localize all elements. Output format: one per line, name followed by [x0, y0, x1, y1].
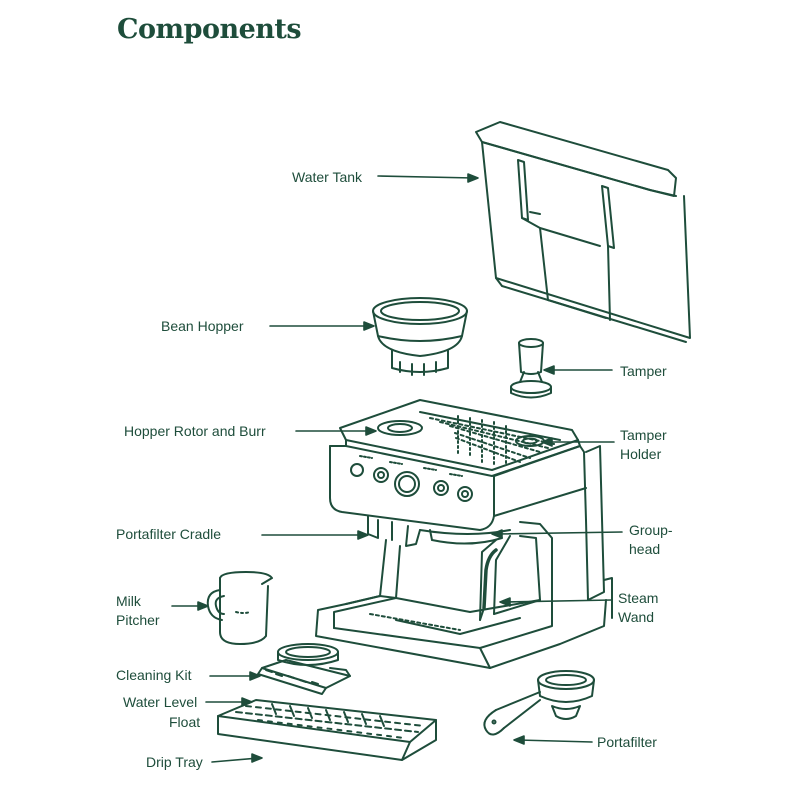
label-water-tank: Water Tank	[292, 169, 363, 185]
tamper-illustration	[510, 338, 552, 399]
label-steam-wand-line1: Steam	[618, 590, 659, 606]
cleaning-kit-illustration	[257, 643, 351, 695]
label-group-head-line2: head	[629, 541, 661, 557]
water-tank-illustration	[475, 121, 691, 343]
machine-illustration	[329, 399, 587, 531]
label-water-level-float-line2: Float	[169, 714, 201, 730]
label-water-level-float-line1: Water Level	[123, 694, 198, 710]
label-steam-wand-line2: Wand	[618, 609, 655, 625]
label-group-head-line1: Group-	[629, 522, 673, 538]
label-milk-pitcher-line2: Pitcher	[116, 612, 160, 628]
label-drip-tray: Drip Tray	[146, 754, 203, 770]
label-portafilter-cradle: Portafilter Cradle	[116, 526, 222, 542]
page-title: Components	[117, 14, 302, 45]
label-tamper-holder-line2: Holder	[620, 446, 662, 462]
bean-hopper-illustration	[372, 297, 468, 376]
label-cleaning-kit: Cleaning Kit	[116, 667, 192, 683]
machine-body-illustration	[315, 445, 613, 669]
label-tamper-holder-line1: Tamper	[620, 427, 667, 443]
label-hopper-rotor-and-burr: Hopper Rotor and Burr	[124, 423, 266, 439]
milk-pitcher-illustration	[206, 571, 273, 645]
portafilter-illustration	[483, 670, 595, 736]
callout-arrows	[171, 173, 623, 763]
label-milk-pitcher-line1: Milk	[116, 593, 141, 609]
label-bean-hopper: Bean Hopper	[161, 318, 244, 334]
label-portafilter: Portafilter	[597, 734, 657, 750]
drip-tray-illustration	[217, 699, 437, 761]
label-tamper: Tamper	[620, 363, 667, 379]
